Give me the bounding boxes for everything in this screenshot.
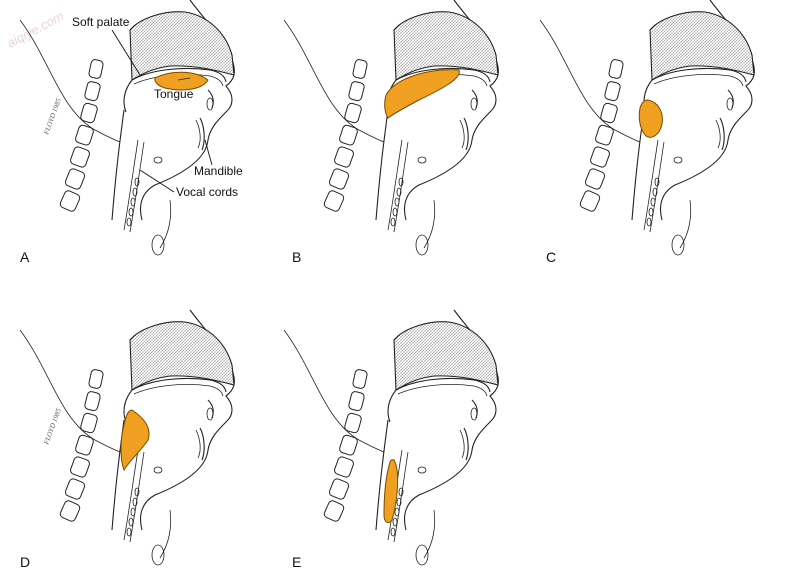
panel-b: [284, 0, 498, 255]
signature-d: FLOYD 1985: [42, 407, 63, 447]
label-mandible: Mandible: [194, 164, 243, 178]
panel-letter-c: C: [546, 249, 556, 265]
panel-c: [540, 0, 754, 255]
leader-mandible: [205, 140, 212, 165]
label-soft-palate: Soft palate: [72, 15, 130, 29]
leader-vocal-cords: [140, 170, 174, 192]
panel-e: [284, 310, 498, 565]
panel-letter-a: A: [20, 249, 30, 265]
panel-letter-d: D: [20, 554, 30, 570]
label-tongue: Tongue: [154, 87, 194, 101]
bolus-e: [384, 460, 398, 523]
panel-letter-b: B: [292, 249, 301, 265]
signature-a: FLOYD 1985: [42, 97, 63, 137]
panel-letter-e: E: [292, 554, 301, 570]
label-vocal-cords: Vocal cords: [176, 185, 238, 199]
bolus-d: [121, 410, 149, 470]
bolus-c: [639, 100, 662, 137]
